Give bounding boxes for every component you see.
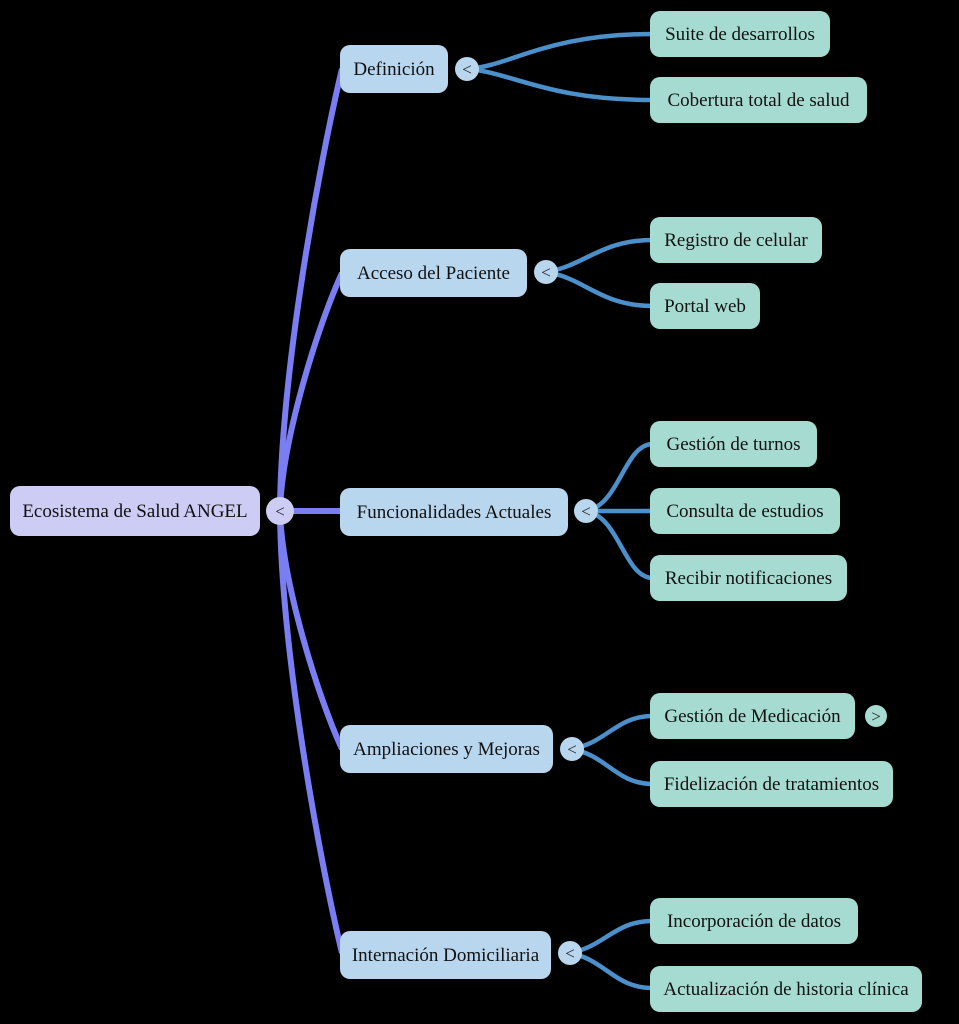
edge-root-internacion bbox=[277, 510, 345, 954]
collapse-toggle-ampliaciones[interactable]: < bbox=[560, 737, 584, 761]
expand-toggle-medicacion[interactable]: > bbox=[865, 705, 887, 727]
edge-funcionalidades-turnos bbox=[585, 441, 654, 514]
edge-ampliaciones-fidelizacion bbox=[571, 746, 654, 787]
node-recibir-notificaciones[interactable]: Recibir notificaciones bbox=[650, 555, 847, 601]
edge-definicion-cobertura bbox=[466, 66, 654, 103]
edge-acceso-portal bbox=[545, 269, 654, 309]
node-gestion-de-turnos[interactable]: Gestión de turnos bbox=[650, 421, 817, 467]
collapse-toggle-definicion[interactable]: < bbox=[455, 57, 479, 81]
node-suite-de-desarrollos[interactable]: Suite de desarrollos bbox=[650, 11, 830, 57]
edge-definicion-suite bbox=[466, 31, 654, 72]
collapse-toggle-internacion[interactable]: < bbox=[558, 941, 582, 965]
edge-internacion-actualizacion bbox=[569, 950, 654, 991]
node-acceso-del-paciente[interactable]: Acceso del Paciente bbox=[340, 249, 527, 297]
edge-internacion-incorporacion bbox=[569, 918, 654, 956]
node-registro-de-celular[interactable]: Registro de celular bbox=[650, 217, 822, 263]
node-root[interactable]: Ecosistema de Salud ANGEL bbox=[10, 486, 260, 536]
node-internacion-domiciliaria[interactable]: Internación Domiciliaria bbox=[340, 931, 551, 979]
node-ampliaciones-y-mejoras[interactable]: Ampliaciones y Mejoras bbox=[340, 725, 553, 773]
node-gestion-de-medicacion[interactable]: Gestión de Medicación bbox=[650, 693, 855, 739]
edge-acceso-registro bbox=[545, 237, 654, 275]
node-funcionalidades-actuales[interactable]: Funcionalidades Actuales bbox=[340, 488, 568, 536]
edge-root-definicion bbox=[277, 68, 345, 512]
node-fidelizacion-de-tratamientos[interactable]: Fidelización de tratamientos bbox=[650, 761, 893, 807]
node-incorporacion-de-datos[interactable]: Incorporación de datos bbox=[650, 898, 858, 944]
node-portal-web[interactable]: Portal web bbox=[650, 283, 760, 329]
edge-ampliaciones-medicacion bbox=[571, 713, 654, 752]
edge-root-acceso bbox=[277, 271, 345, 512]
node-cobertura-total-de-salud[interactable]: Cobertura total de salud bbox=[650, 77, 867, 123]
collapse-toggle-funcionalidades[interactable]: < bbox=[574, 499, 598, 523]
collapse-toggle-acceso[interactable]: < bbox=[534, 260, 558, 284]
edge-funcionalidades-notificaciones bbox=[585, 508, 654, 581]
node-consulta-de-estudios[interactable]: Consulta de estudios bbox=[650, 488, 840, 534]
collapse-toggle-root[interactable]: < bbox=[266, 497, 294, 525]
node-actualizacion-de-historia-clinica[interactable]: Actualización de historia clínica bbox=[650, 966, 922, 1012]
node-definicion[interactable]: Definición bbox=[340, 45, 448, 93]
